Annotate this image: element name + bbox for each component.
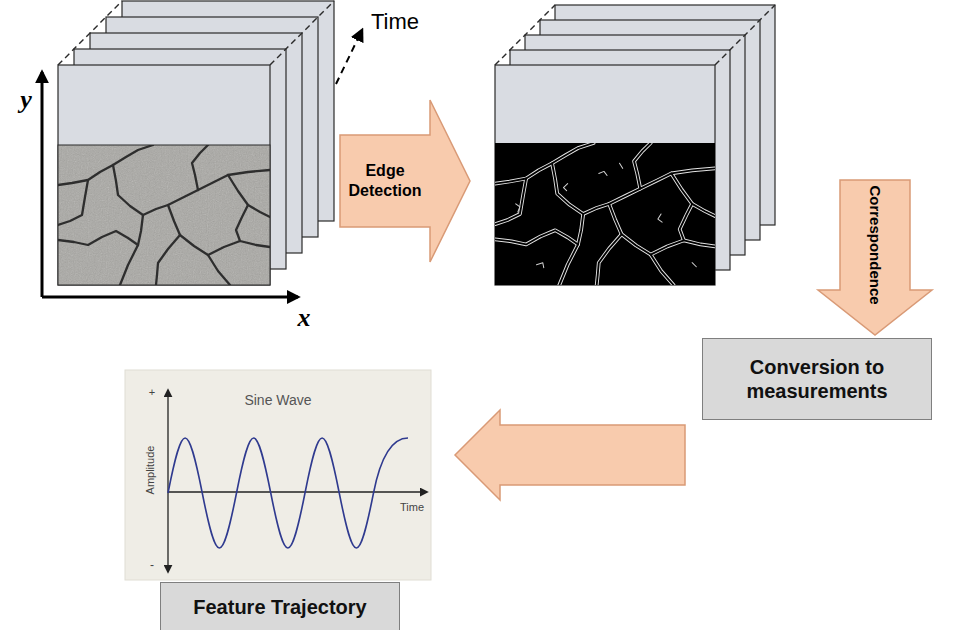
edge-lines (495, 143, 715, 285)
step-arrow: Correspondence (818, 180, 932, 335)
photo-grain (58, 145, 270, 285)
arrow-label: Correspondence (866, 185, 884, 304)
guide-line (715, 5, 775, 65)
label-holder: - (150, 559, 154, 572)
chart-axis-label: Time (400, 501, 424, 513)
box-label: Conversion to measurements (713, 355, 921, 403)
arrow-shape (340, 100, 470, 262)
flow-arrow (455, 410, 685, 500)
process-box: Feature Trajectory (160, 582, 400, 630)
stack-guides (58, 1, 334, 65)
crack-lines (58, 145, 270, 285)
arrow-label: Edge Detection (343, 161, 427, 201)
guide-line (495, 5, 555, 65)
guide-line (58, 1, 122, 65)
time-axis (336, 30, 362, 84)
chart-ground (125, 370, 431, 580)
edge-map (495, 143, 715, 285)
arrow-text-holder: Correspondence (866, 185, 884, 304)
step-arrow: Edge Detection (340, 100, 470, 262)
video-frame (58, 65, 270, 285)
axis-label: Time (371, 10, 419, 34)
box-label: Feature Trajectory (193, 595, 366, 619)
process-box: Conversion to measurements (702, 338, 932, 420)
label-holder: Time (400, 501, 424, 513)
chart-axis-y (167, 390, 168, 572)
axis-label: y (20, 86, 32, 115)
label-holder: x (298, 304, 311, 333)
label-holder: Amplitude (144, 446, 156, 495)
edge-ground (495, 143, 715, 285)
arrow-text-area: Edge Detection (340, 135, 430, 227)
label-holder: y (20, 86, 32, 115)
stack-guides (495, 5, 775, 65)
photo-border (58, 145, 270, 285)
guide-line (270, 1, 334, 65)
sine-curve (168, 438, 408, 548)
video-frame (495, 65, 715, 285)
arrow-outline (340, 100, 470, 262)
chart-sign: - (150, 559, 154, 572)
label-holder: Time (371, 10, 419, 34)
frame-stack (495, 5, 775, 285)
axis-label: x (298, 304, 311, 333)
chart-axis-label: Amplitude (144, 446, 156, 495)
axis-y (41, 72, 44, 297)
concrete-photo (58, 145, 270, 285)
axis-x (42, 296, 298, 299)
chart-title: Sine Wave (125, 392, 431, 409)
frame-stack (58, 1, 334, 285)
chart-axis-x (168, 491, 427, 492)
photo-ground (58, 145, 270, 285)
chart-sign: + (149, 386, 155, 398)
arrow-outline (818, 180, 932, 335)
chart-panel: Sine Wave (125, 370, 431, 580)
label-holder: + (149, 386, 155, 398)
